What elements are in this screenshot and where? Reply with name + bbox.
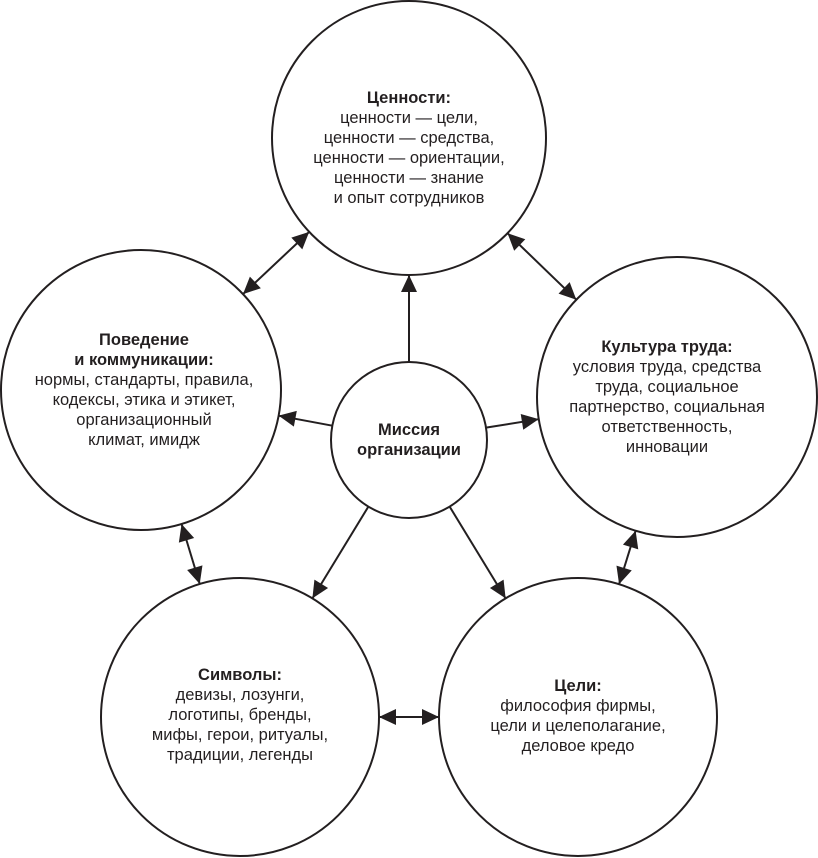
arrowhead-icon xyxy=(520,413,539,430)
arrowhead-icon xyxy=(401,275,417,292)
node-values-line: ценности — знание xyxy=(334,169,484,187)
node-goals-line: деловое кредо xyxy=(521,737,635,755)
arrowhead-icon xyxy=(178,523,195,543)
node-labor-culture-line: инновации xyxy=(625,438,709,456)
node-symbols-line: девизы, лозунги, xyxy=(175,686,305,704)
node-symbols-line: логотипы, бренды, xyxy=(168,706,312,724)
arrowhead-icon xyxy=(558,282,577,300)
node-circle-behavior xyxy=(0,249,282,531)
node-symbols: Символы: девизы, лозунги, логотипы, брен… xyxy=(152,665,328,765)
node-behavior-line: кодексы, этика и этикет, xyxy=(52,391,236,409)
node-values: Ценности: ценности — цели, ценности — ср… xyxy=(313,88,504,208)
node-values-line: ценности — цели, xyxy=(340,109,478,127)
node-mission-title-2: организации xyxy=(357,441,461,459)
node-mission: Миссия организации xyxy=(357,420,461,460)
node-labor-culture-line: условия труда, средства xyxy=(572,358,762,376)
arrowhead-icon xyxy=(616,565,632,585)
arrowhead-icon xyxy=(291,231,310,250)
arrowhead-icon xyxy=(242,276,261,295)
edge-mission-symbols xyxy=(311,506,370,599)
node-circle-goals xyxy=(438,577,718,857)
arrowhead-icon xyxy=(379,709,396,725)
node-goals-title: Цели: xyxy=(554,677,602,695)
arrowhead-icon xyxy=(622,530,639,550)
node-behavior-line: нормы, стандарты, правила, xyxy=(34,371,254,389)
node-behavior-title-2: и коммуникации: xyxy=(74,351,214,369)
edge-mission-goals xyxy=(448,506,507,599)
node-symbols-title: Символы: xyxy=(198,666,282,684)
node-labor-culture-line: партнерство, социальная xyxy=(569,398,765,416)
node-labor-culture-line: труда, социальное xyxy=(595,378,739,396)
node-labor-culture-title: Культура труда: xyxy=(601,338,733,356)
node-symbols-line: традиции, легенды xyxy=(166,746,314,764)
node-labor-culture: Культура труда: условия труда, средства … xyxy=(569,337,765,457)
edges-layer xyxy=(178,231,639,725)
node-circle-labor-culture xyxy=(536,256,818,538)
node-behavior: Поведение и коммуникации: нормы, стандар… xyxy=(35,330,254,450)
arrowhead-icon xyxy=(312,579,329,599)
node-goals: Цели: философия фирмы, цели и целеполага… xyxy=(490,676,665,756)
node-symbols-line: мифы, герои, ритуалы, xyxy=(151,726,329,744)
arrowhead-icon xyxy=(422,709,439,725)
node-mission-title-1: Миссия xyxy=(377,421,441,439)
arrowhead-icon xyxy=(507,233,526,251)
arrowhead-icon xyxy=(489,579,506,599)
node-goals-line: философия фирмы, xyxy=(500,697,656,715)
node-goals-line: цели и целеполагание, xyxy=(490,717,666,735)
node-values-line: ценности — средства, xyxy=(323,129,495,147)
node-circle-mission xyxy=(330,361,488,519)
node-labor-culture-line: ответственность, xyxy=(601,418,733,436)
node-circle-symbols xyxy=(100,577,380,857)
arrowhead-icon xyxy=(278,410,297,427)
node-behavior-title-1: Поведение xyxy=(99,331,189,349)
node-values-line: ценности — ориентации, xyxy=(313,149,505,167)
node-behavior-line: организационный xyxy=(76,411,212,429)
node-values-line: и опыт сотрудников xyxy=(333,189,485,207)
node-behavior-line: климат, имидж xyxy=(88,431,200,449)
arrowhead-icon xyxy=(187,565,203,584)
node-values-title: Ценности: xyxy=(366,89,452,107)
node-circle-values xyxy=(271,0,547,276)
